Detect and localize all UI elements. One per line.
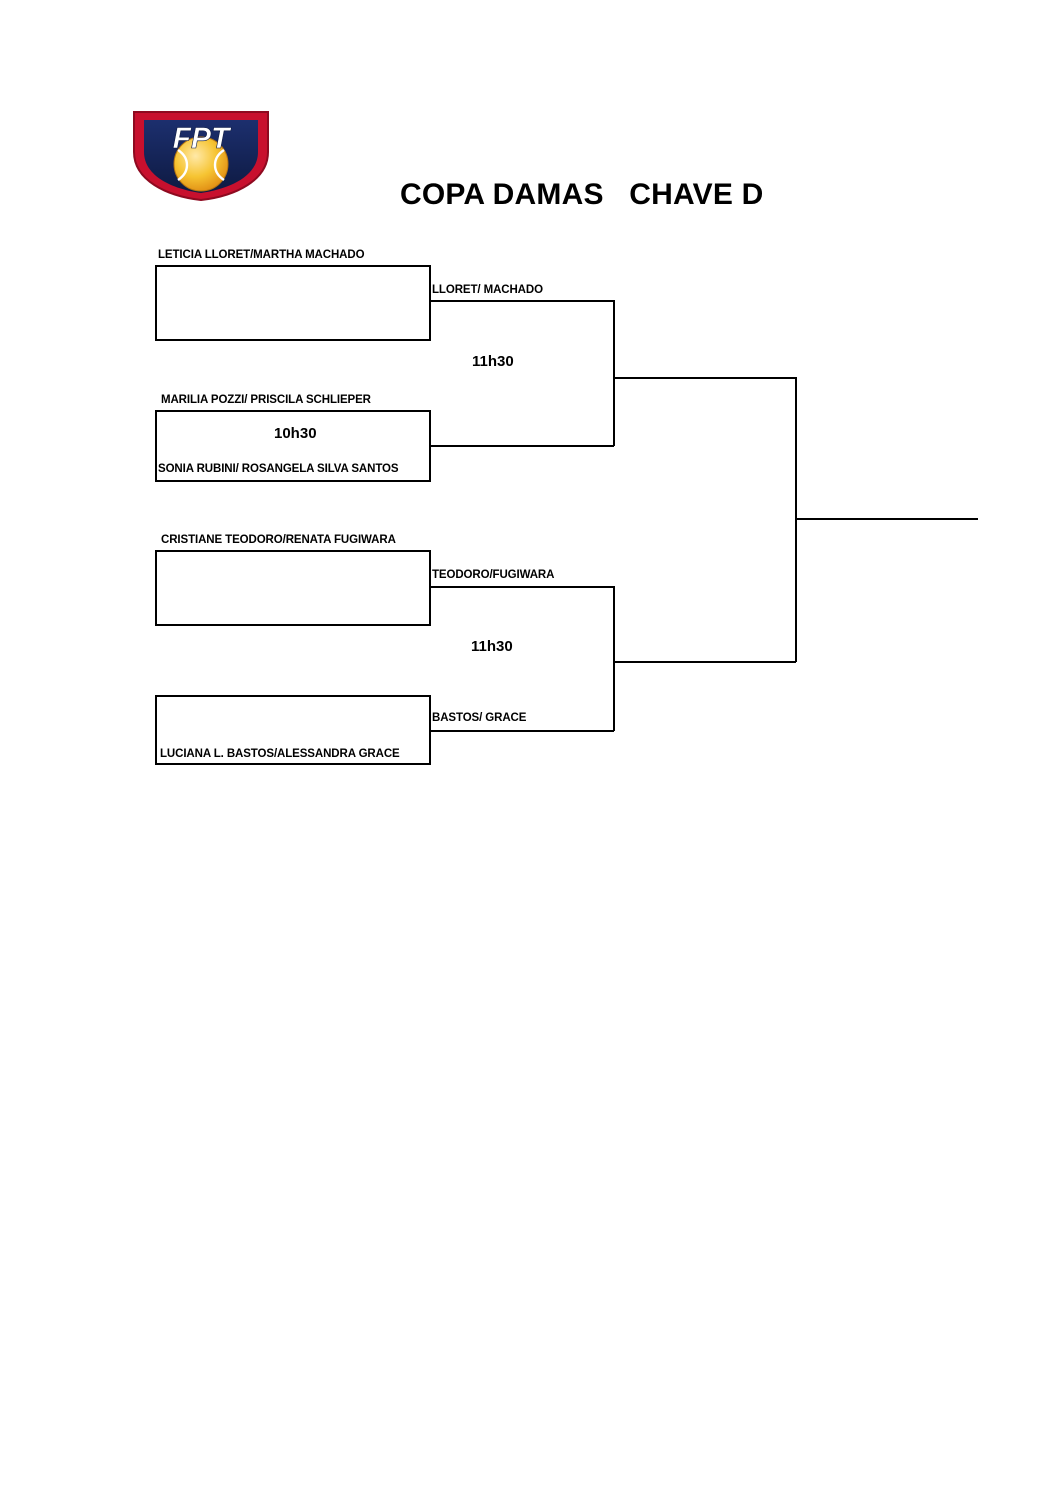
connector-line-4 (613, 377, 796, 379)
winner-label-3: BASTOS/ GRACE (432, 712, 527, 724)
connector-line-6 (613, 586, 615, 731)
winner-label-1: LLORET/ MACHADO (432, 284, 543, 296)
connector-line-5 (431, 586, 614, 588)
connector-line-final (795, 518, 978, 520)
team-label-2: MARILIA POZZI/ PRISCILA SCHLIEPER (161, 394, 371, 406)
connector-line-7 (431, 730, 614, 732)
team-label-5: LUCIANA L. BASTOS/ALESSANDRA GRACE (160, 748, 400, 760)
winner-label-2: TEODORO/FUGIWARA (432, 569, 555, 581)
match-box-1 (155, 265, 431, 341)
match-time-1: 11h30 (472, 353, 514, 370)
team-label-3: SONIA RUBINI/ ROSANGELA SILVA SANTOS (158, 463, 399, 475)
page-title: COPA DAMAS CHAVE D (400, 178, 764, 211)
match-box-2 (155, 410, 431, 482)
match-time-2: 11h30 (471, 638, 513, 655)
fpt-logo-text: FPT (173, 122, 232, 155)
connector-line-1 (431, 300, 614, 302)
connector-line-2 (613, 300, 615, 446)
connector-line-8 (613, 661, 796, 663)
match-box-3 (155, 550, 431, 626)
match-time-upper-lower: 10h30 (274, 425, 317, 442)
team-label-1: LETICIA LLORET/MARTHA MACHADO (158, 249, 365, 261)
connector-line-3 (431, 445, 614, 447)
fpt-logo: FPT (126, 106, 276, 202)
team-label-4: CRISTIANE TEODORO/RENATA FUGIWARA (161, 534, 396, 546)
match-box-4 (155, 695, 431, 765)
